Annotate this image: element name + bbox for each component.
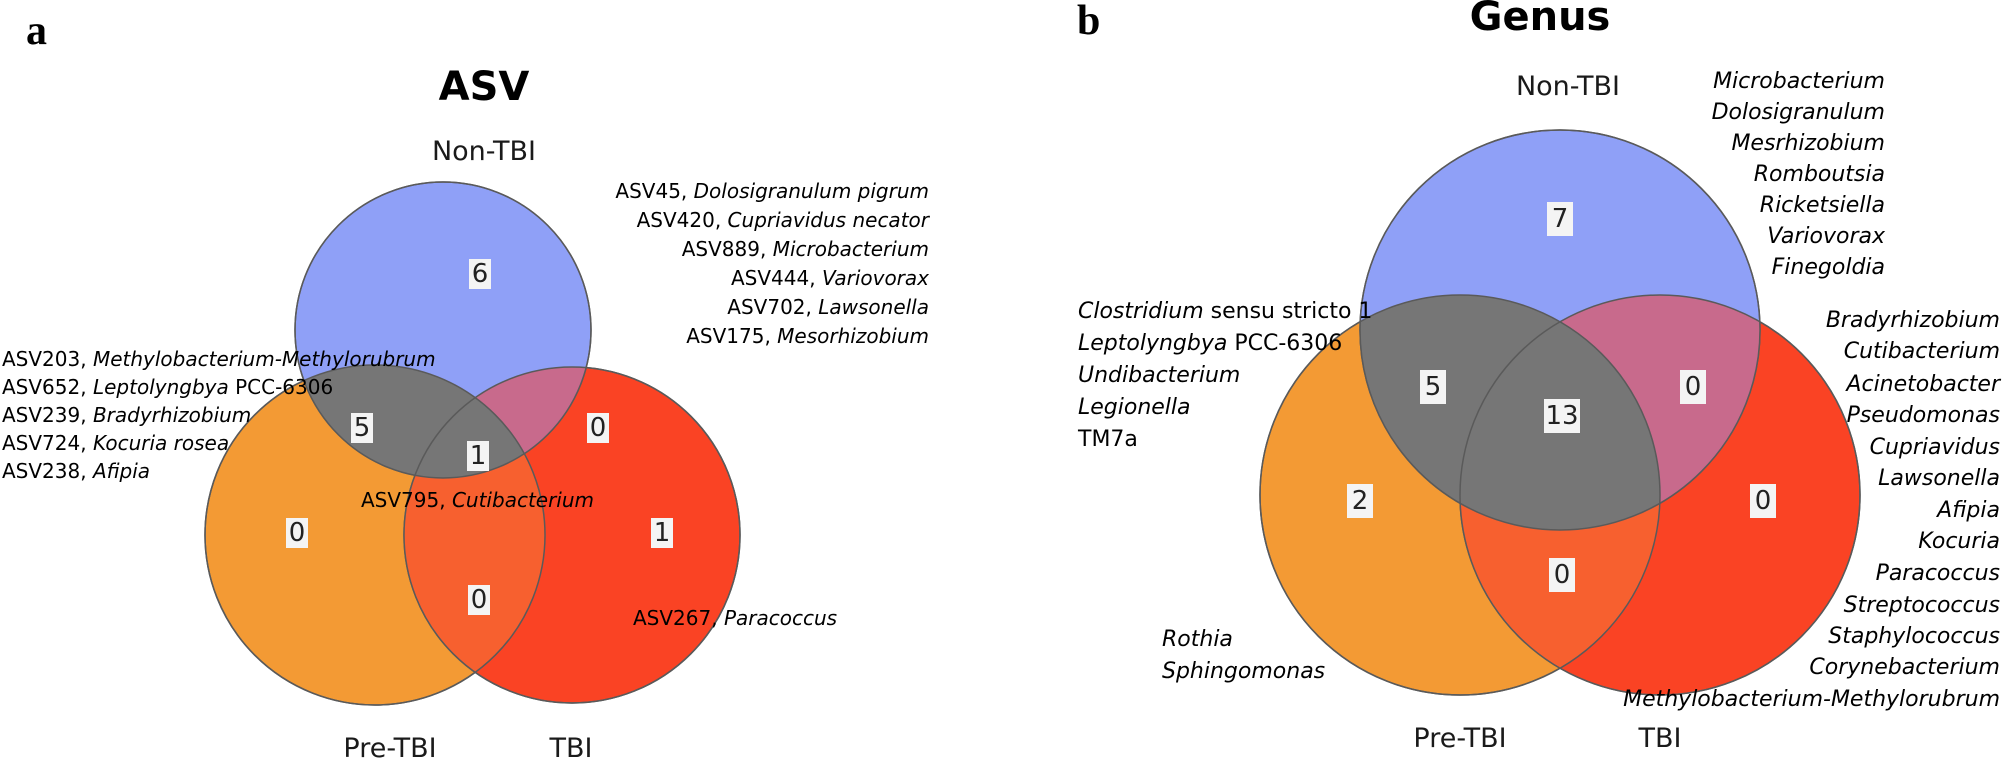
panel-b-annot-np-0: Clostridium sensu stricto 1 <box>1078 299 1372 324</box>
panel-b-annot-p-0: Rothia <box>1162 627 1233 652</box>
panel-b-annot-a-9: Streptococcus <box>1844 593 2000 618</box>
panel-a-count-non-tbi-only: 6 <box>472 259 489 289</box>
panel-b-annot-np-2: Undibacterium <box>1078 363 1240 388</box>
panel-b-annot-n-5: Variovorax <box>1767 224 1886 249</box>
panel-b-annot-a-6: Afipia <box>1935 498 2000 523</box>
panel-a-count-pre-tbi: 0 <box>471 585 488 615</box>
panel-a-count-all-three: 1 <box>470 441 487 471</box>
panel-b-annot-np-4: TM7a <box>1077 427 1138 452</box>
panel-a-annot-np-1: ASV652, Leptolyngbya PCC-6306 <box>2 375 333 399</box>
panel-b-annot-a-11: Corynebacterium <box>1809 655 2000 680</box>
panel-b-annotations-all: Bradyrhizobium Cutibacterium Acinetobact… <box>1623 308 2002 712</box>
panel-b-annot-a-8: Paracoccus <box>1876 561 2000 586</box>
panel-b-letter: b <box>1077 0 1100 44</box>
panel-b-label-tbi: TBI <box>1638 723 1682 754</box>
panel-a-counts: 6 5 0 1 0 1 0 <box>286 259 673 615</box>
panel-a-count-pre-only: 0 <box>289 518 306 548</box>
panel-b-annot-a-3: Pseudomonas <box>1847 403 2000 428</box>
panel-b-annot-a-12: Methylobacterium-Methylorubrum <box>1623 687 2000 712</box>
panel-b-annot-a-0: Bradyrhizobium <box>1826 308 2000 333</box>
panel-a-letter: a <box>26 8 47 54</box>
panel-b-annot-n-2: Mesrhizobium <box>1731 131 1885 156</box>
panel-a-annot-0: ASV45, Dolosigranulum pigrum <box>615 179 929 203</box>
panel-b-annot-a-4: Cupriavidus <box>1870 435 2000 460</box>
panel-a-annot-np-3: ASV724, Kocuria rosea <box>2 431 229 455</box>
panel-b-annot-n-3: Romboutsia <box>1754 162 1885 187</box>
panel-a-label-tbi: TBI <box>549 733 593 764</box>
panel-b-count-pre-tbi: 0 <box>1554 560 1571 590</box>
panel-a-count-tbi-only: 1 <box>654 518 671 548</box>
panel-b-count-pre-only: 2 <box>1352 486 1369 516</box>
panel-b-annot-n-6: Finegoldia <box>1772 255 1885 280</box>
panel-b-annot-n-1: Dolosigranulum <box>1712 100 1885 125</box>
panel-a-annot-np-0: ASV203, Methylobacterium-Methylorubrum <box>2 347 436 371</box>
b-overlap-non-pre <box>1360 295 1660 530</box>
panel-b-annot-p-1: Sphingomonas <box>1162 659 1325 684</box>
panel-b-title: Genus <box>1470 0 1611 40</box>
panel-b-annot-a-1: Cutibacterium <box>1844 339 2000 364</box>
panel-a-annot-4: ASV702, Lawsonella <box>727 295 929 319</box>
panel-b-count-tbi-only: 0 <box>1755 486 1772 516</box>
panel-b-count-non-tbi-only: 7 <box>1552 204 1569 234</box>
panel-b-venn <box>1259 129 1861 696</box>
panel-b-annot-n-0: Microbacterium <box>1713 69 1885 94</box>
panel-a-title: ASV <box>439 64 530 110</box>
panel-a-annotations-non-pre: ASV203, Methylobacterium-Methylorubrum A… <box>2 347 436 483</box>
panel-b-counts: 7 5 13 0 2 0 0 <box>1347 202 1776 592</box>
panel-b-annot-np-1: Leptolyngbya PCC-6306 <box>1078 331 1342 356</box>
panel-b-annot-a-5: Lawsonella <box>1878 466 2000 491</box>
panel-a-annot-3: ASV444, Variovorax <box>731 266 929 290</box>
panel-b-annot-a-7: Kocuria <box>1918 529 2000 554</box>
panel-a-annotations-non-tbi: ASV45, Dolosigranulum pigrum ASV420, Cup… <box>615 179 930 348</box>
panel-b-label-pre-tbi: Pre-TBI <box>1413 723 1506 754</box>
panel-a-annot-2: ASV889, Microbacterium <box>682 237 929 261</box>
panel-a-annot-5: ASV175, Mesorhizobium <box>686 324 929 348</box>
panel-b-annot-a-2: Acinetobacter <box>1844 372 2002 397</box>
panel-a-count-non-tbi-overlap: 0 <box>590 413 607 443</box>
panel-b-annot-n-4: Ricketsiella <box>1760 193 1885 218</box>
panel-b-annotations-non-pre: Clostridium sensu stricto 1 Leptolyngbya… <box>1077 299 1372 452</box>
panel-b-count-all-three: 13 <box>1545 401 1578 431</box>
panel-b-annot-a-10: Staphylococcus <box>1828 624 2000 649</box>
panel-b-annot-np-3: Legionella <box>1078 395 1191 420</box>
panel-b-annotations-pre: Rothia Sphingomonas <box>1162 627 1325 684</box>
panel-b-count-non-tbi-overlap: 0 <box>1685 372 1702 402</box>
panel-a-annot-np-4: ASV238, Afipia <box>2 459 150 483</box>
a-overlap-non-tbi <box>404 367 591 478</box>
panel-b-label-non-tbi: Non-TBI <box>1516 71 1620 102</box>
panel-a-annot-all-three: ASV795, Cutibacterium <box>361 488 594 512</box>
panel-a-count-non-pre: 5 <box>354 413 371 443</box>
panel-a-venn <box>204 181 741 706</box>
panel-a-label-non-tbi: Non-TBI <box>432 136 536 167</box>
panel-a-annot-np-2: ASV239, Bradyrhizobium <box>2 403 251 427</box>
panel-a-label-pre-tbi: Pre-TBI <box>343 733 436 764</box>
panel-a-annot-1: ASV420, Cupriavidus necator <box>637 208 931 232</box>
panel-a-annot-tbi-only: ASV267, Paracoccus <box>633 606 837 630</box>
panel-b-count-non-pre: 5 <box>1425 372 1442 402</box>
panel-b-annotations-non-tbi: Microbacterium Dolosigranulum Mesrhizobi… <box>1712 69 1886 280</box>
